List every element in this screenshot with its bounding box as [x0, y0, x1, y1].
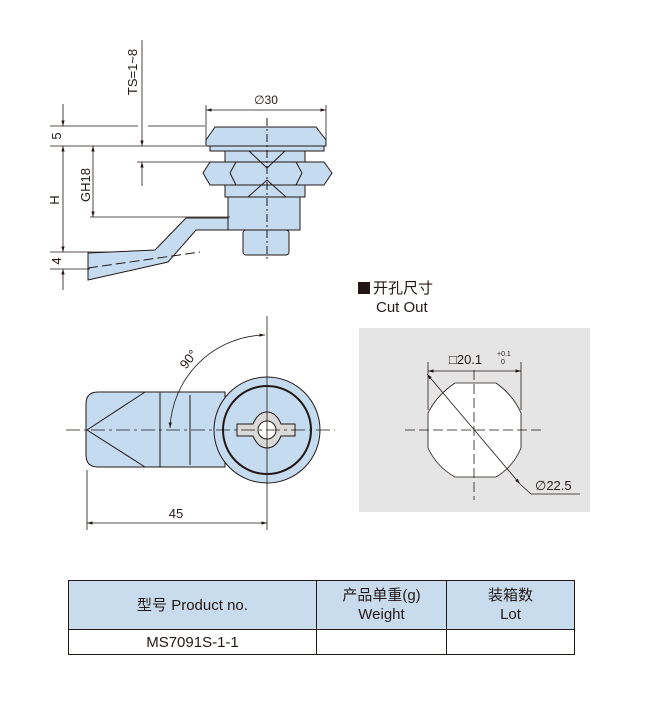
- header-weight: 产品单重(g) Weight: [316, 580, 447, 630]
- square-bullet-icon: [358, 282, 370, 294]
- lock-body-cylinder: [227, 196, 301, 231]
- cam-arm-front: [85, 391, 226, 468]
- table-header-row: 型号 Product no. 产品单重(g) Weight 装箱数 Lot: [68, 580, 575, 630]
- dim-width-45: 45: [169, 506, 183, 521]
- side-view: [87, 118, 333, 281]
- cutout-shape: [405, 362, 580, 500]
- cell-lot: [446, 629, 575, 655]
- header-label-en: Lot: [500, 606, 521, 623]
- cell-product-no: MS7091S-1-1: [68, 629, 317, 655]
- lock-cap: [205, 126, 327, 147]
- bottom-nut: [242, 229, 290, 256]
- product-table: 型号 Product no. 产品单重(g) Weight 装箱数 Lot MS70…: [68, 580, 575, 655]
- header-label: 产品单重(g): [342, 587, 421, 604]
- cutout-square-dim: □20.1: [449, 352, 482, 367]
- side-dimensions: [50, 40, 327, 290]
- header-label: 型号 Product no.: [137, 596, 248, 614]
- dim-angle-90: 90°: [176, 347, 200, 372]
- cutout-title: 开孔尺寸 Cut Out: [358, 279, 433, 317]
- dim-h: H: [47, 195, 62, 204]
- cutout-title-cn: 开孔尺寸: [373, 280, 434, 297]
- cutout-diameter-dim: ∅22.5: [535, 478, 572, 493]
- header-label-en: Weight: [358, 606, 405, 623]
- header-lot: 装箱数 Lot: [446, 580, 575, 630]
- dim-diameter-30: ∅30: [254, 93, 278, 107]
- dim-gh18: GH18: [78, 168, 93, 202]
- cam-arm-side: [87, 217, 231, 281]
- cell-weight: [316, 629, 447, 655]
- cutout-tolerance-lower: 0: [501, 359, 505, 366]
- dim-4: 4: [49, 257, 64, 264]
- header-product-no: 型号 Product no.: [68, 580, 317, 630]
- dim-ts: TS=1~8: [125, 49, 140, 95]
- table-row: MS7091S-1-1: [68, 629, 575, 655]
- front-dimensions: [66, 316, 335, 530]
- cutout-tolerance-upper: +0.1: [497, 351, 511, 358]
- dim-5: 5: [49, 132, 64, 139]
- cutout-title-en: Cut Out: [376, 299, 428, 316]
- header-label: 装箱数: [487, 587, 533, 604]
